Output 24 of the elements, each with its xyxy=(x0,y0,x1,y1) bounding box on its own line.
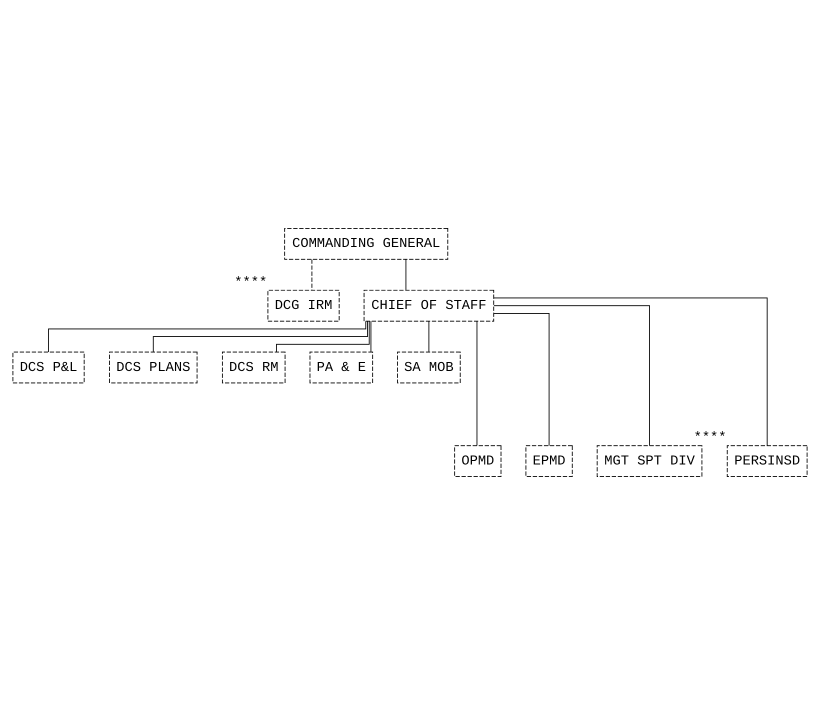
node-box: EPMD xyxy=(525,445,573,477)
connector xyxy=(276,320,370,352)
connector xyxy=(493,305,650,446)
node-box: DCG IRM xyxy=(267,290,340,322)
connector xyxy=(493,298,768,446)
node-box: DCS RM xyxy=(222,352,286,384)
node-box: OPMD xyxy=(454,445,502,477)
node-label: **** xyxy=(234,276,268,291)
node-box: PERSINSD xyxy=(726,445,808,477)
connector xyxy=(48,320,366,352)
node-box: MGT SPT DIV xyxy=(596,445,702,477)
node-label: **** xyxy=(694,431,727,446)
connector xyxy=(428,320,430,352)
node-box: DCS P&L xyxy=(12,352,85,384)
connector xyxy=(152,321,368,352)
connector xyxy=(370,320,372,352)
connector xyxy=(476,320,478,446)
node-box: PA & E xyxy=(310,352,374,384)
node-box: SA MOB xyxy=(397,352,461,384)
node-box: CHIEF OF STAFF xyxy=(364,290,494,322)
connector xyxy=(311,259,312,290)
connector xyxy=(494,313,550,446)
node-box: DCS PLANS xyxy=(109,352,198,384)
node-box: COMMANDING GENERAL xyxy=(284,228,448,260)
